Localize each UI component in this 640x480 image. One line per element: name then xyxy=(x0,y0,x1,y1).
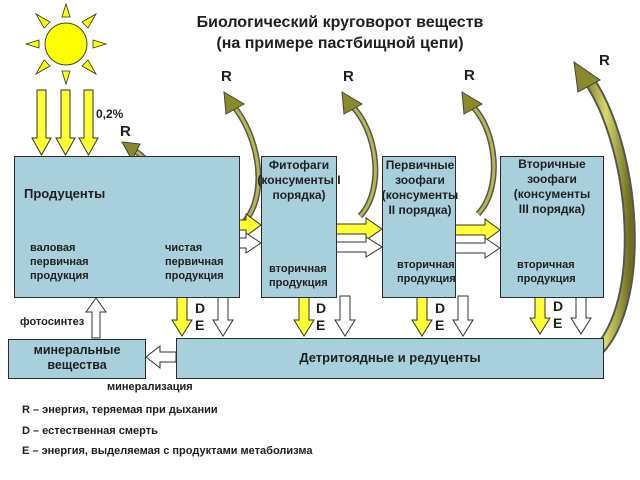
minerals-box xyxy=(8,339,146,379)
cycle-arrows xyxy=(85,297,177,370)
legend-d: D – естественная смерть xyxy=(22,425,158,437)
r-label-primary-zoophages: R xyxy=(343,68,354,85)
r-label-phytophages: R xyxy=(221,68,232,85)
detritus-label: Детритоядные и редуценты xyxy=(299,350,481,365)
detritus-box xyxy=(176,338,604,379)
title-line-2: (на примере пастбищной цепи) xyxy=(216,35,464,52)
percent-label: 0,2% xyxy=(96,107,124,121)
mineralization-label: минерализация xyxy=(107,381,193,393)
legend-r: R – энергия, теряемая при дыхании xyxy=(22,404,218,416)
death-excretion-arrows xyxy=(171,293,592,337)
producers-box xyxy=(14,156,240,298)
producers-title: Продуценты xyxy=(24,186,106,201)
photosynthesis-label: фотосинтез xyxy=(20,316,85,328)
r-label-secondary-zoophages: R xyxy=(464,67,475,84)
legend-e: E – энергия, выделяемая с продуктами мет… xyxy=(22,445,313,457)
primary-zoophages-box xyxy=(382,156,456,298)
transfer-arrows xyxy=(213,213,501,259)
diagram-title: Биологический круговорот веществ (на при… xyxy=(150,12,530,54)
sunlight-arrows xyxy=(31,89,99,157)
secondary-zoophages-box xyxy=(500,156,604,298)
title-line-1: Биологический круговорот веществ xyxy=(196,14,484,31)
r-label-producers: R xyxy=(120,123,131,140)
r-label-detritus: R xyxy=(599,52,610,69)
sun-icon xyxy=(24,2,108,86)
phytophages-box xyxy=(261,156,337,298)
